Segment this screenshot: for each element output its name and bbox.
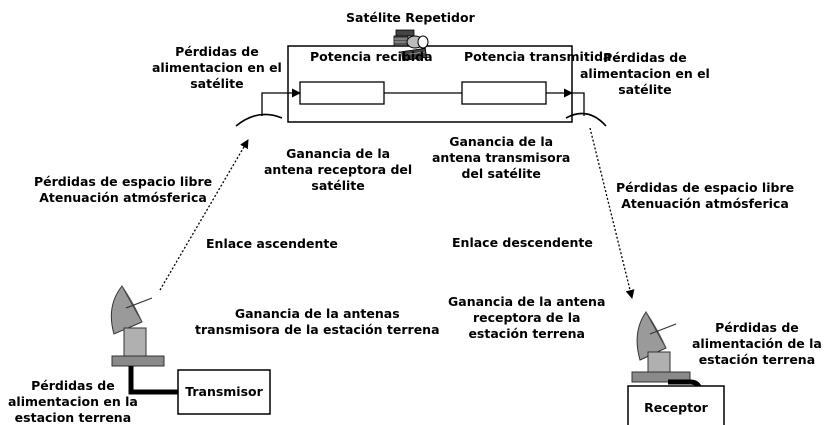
sat-rx-antenna-gain-line-2: antena receptora del: [264, 162, 413, 177]
satellite-icon: [393, 29, 429, 62]
free-space-loss-right-line-2: Atenuación atmósferica: [621, 196, 789, 211]
power-received-line-1: Potencia: [310, 49, 372, 64]
sat-tx-antenna-gain-line-3: del satélite: [461, 166, 541, 181]
sat-tx-antenna-gain-label: Ganancia de la antena transmisora del sa…: [432, 134, 570, 182]
power-transmitted-box: [461, 81, 547, 105]
sat-rx-antenna-gain-line-1: Ganancia de la: [286, 146, 391, 161]
sat-rx-antenna-arc: [235, 113, 283, 127]
free-space-loss-right-line-1: Pérdidas de espacio libre: [616, 180, 795, 195]
earth-feed-loss-right-line-1: Pérdidas de: [715, 320, 799, 335]
power-received-label: Potencia recibida: [310, 48, 433, 65]
uplink-feed-arrow: [261, 88, 301, 116]
earth-feed-loss-left-line-2: alimentacion en la: [8, 394, 138, 409]
transmitter-box: [177, 369, 271, 415]
earth-tx-antenna-gain-label: Ganancia de la antenas transmisora de la…: [195, 306, 440, 338]
uplink-label: Enlace ascendente: [206, 236, 338, 251]
earth-feed-loss-right-line-3: estación terrena: [698, 352, 816, 367]
dish-antenna-icon: [631, 311, 691, 383]
downlink-label: Enlace descendente: [452, 235, 593, 250]
downlink-arrow: [589, 127, 635, 299]
earth-rx-antenna-gain-line-3: estación terrena: [468, 326, 585, 341]
power-transmitted-label: Potencia transmitida: [464, 48, 611, 65]
uplink-arrow: [159, 139, 249, 291]
power-transmitted-line-1: Potencia: [464, 49, 526, 64]
sat-feed-loss-left-line-3: satélite: [190, 76, 244, 91]
power-received-box: [299, 81, 385, 105]
earth-rx-antenna-gain-label: Ganancia de la antena receptora de la es…: [448, 294, 605, 342]
earth-feed-loss-left-line-3: estacion terrena: [14, 410, 132, 425]
earth-tx-antenna-gain-line-2: transmisora de la estación terrena: [195, 322, 440, 337]
sat-feed-loss-right-line-1: Pérdidas de: [603, 50, 687, 65]
transmitter-label: Transmisor: [185, 384, 263, 399]
transmitter-cable: [128, 366, 178, 395]
sat-feed-loss-left-line-1: Pérdidas de: [175, 44, 259, 59]
receiver-label: Receptor: [644, 400, 708, 415]
earth-feed-loss-right-label: Pérdidas de alimentación de la estación …: [692, 320, 822, 368]
free-space-loss-right-label: Pérdidas de espacio libre Atenuación atm…: [616, 180, 794, 212]
earth-tx-antenna-gain-line-1: Ganancia de la antenas: [234, 306, 400, 321]
sat-feed-loss-right-line-2: alimentacion en el: [580, 66, 710, 81]
power-transmitted-line-2: transmitida: [529, 49, 612, 64]
sat-tx-antenna-arc: [565, 112, 607, 127]
sat-tx-antenna-gain-line-2: antena transmisora: [432, 150, 571, 165]
dish-antenna-icon: [110, 285, 165, 367]
free-space-loss-left-line-2: Atenuación atmósferica: [39, 190, 207, 205]
sat-feed-loss-left-line-2: alimentacion en el: [152, 60, 282, 75]
repeater-box: [287, 45, 573, 123]
sat-feed-loss-right-line-3: satélite: [618, 82, 672, 97]
free-space-loss-left-line-1: Pérdidas de espacio libre: [34, 174, 213, 189]
sat-rx-antenna-gain-line-3: satélite: [311, 178, 365, 193]
sat-tx-antenna-gain-line-1: Ganancia de la: [449, 134, 554, 149]
earth-rx-antenna-gain-line-2: receptora de la: [472, 310, 581, 325]
free-space-loss-left-label: Pérdidas de espacio libre Atenuación atm…: [34, 174, 212, 206]
sat-feed-loss-right-label: Pérdidas de alimentacion en el satélite: [580, 50, 710, 98]
earth-feed-loss-left-label: Pérdidas de alimentacion en la estacion …: [8, 378, 138, 425]
receiver-box: [627, 385, 725, 425]
earth-rx-antenna-gain-line-1: Ganancia de la antena: [448, 294, 606, 309]
downlink-feed-line: [572, 92, 585, 116]
sat-feed-loss-left-label: Pérdidas de alimentacion en el satélite: [152, 44, 282, 92]
sat-rx-antenna-gain-label: Ganancia de la antena receptora del saté…: [264, 146, 412, 194]
diagram-title: Satélite Repetidor: [346, 10, 475, 25]
earth-feed-loss-right-line-2: alimentación de la: [692, 336, 822, 351]
earth-feed-loss-left-line-1: Pérdidas de: [31, 378, 115, 393]
power-received-line-2: recibida: [375, 49, 433, 64]
